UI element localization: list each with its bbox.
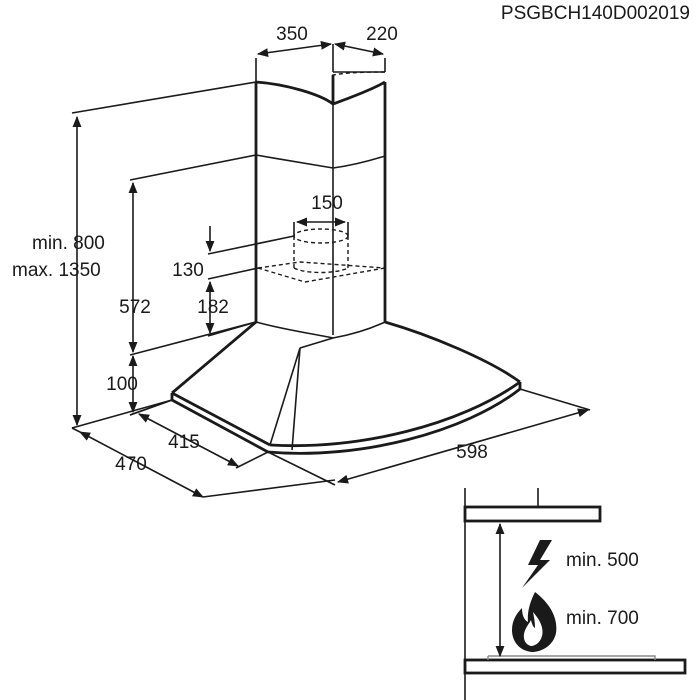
lightning-icon [522,540,552,588]
label-inner-depth: 415 [168,432,200,453]
label-total-depth: 470 [115,454,147,475]
label-chimney-depth: 220 [366,24,398,45]
clearance-electric-label: min. 500 [566,550,639,571]
label-canopy-height: 100 [106,374,138,395]
dimension-labels: 350 220 150 min. 800 max. 1350 130 572 1… [12,24,488,475]
clearance-gas-label: min. 700 [566,608,639,629]
label-upper-height: 572 [119,297,151,318]
label-height-min: min. 800 [32,233,105,254]
flame-icon [512,592,557,652]
label-outlet-height: 182 [197,297,229,318]
hood-outline [170,71,522,455]
drawing-code: PSGBCH140D002019 [501,3,690,24]
label-total-width: 598 [456,442,488,463]
dimension-lines [71,40,591,498]
label-outlet-offset: 130 [172,260,204,281]
clearance-inset [463,488,687,700]
label-chimney-width: 350 [276,24,308,45]
label-height-max: max. 1350 [12,260,101,281]
label-outlet-diameter: 150 [311,193,343,214]
